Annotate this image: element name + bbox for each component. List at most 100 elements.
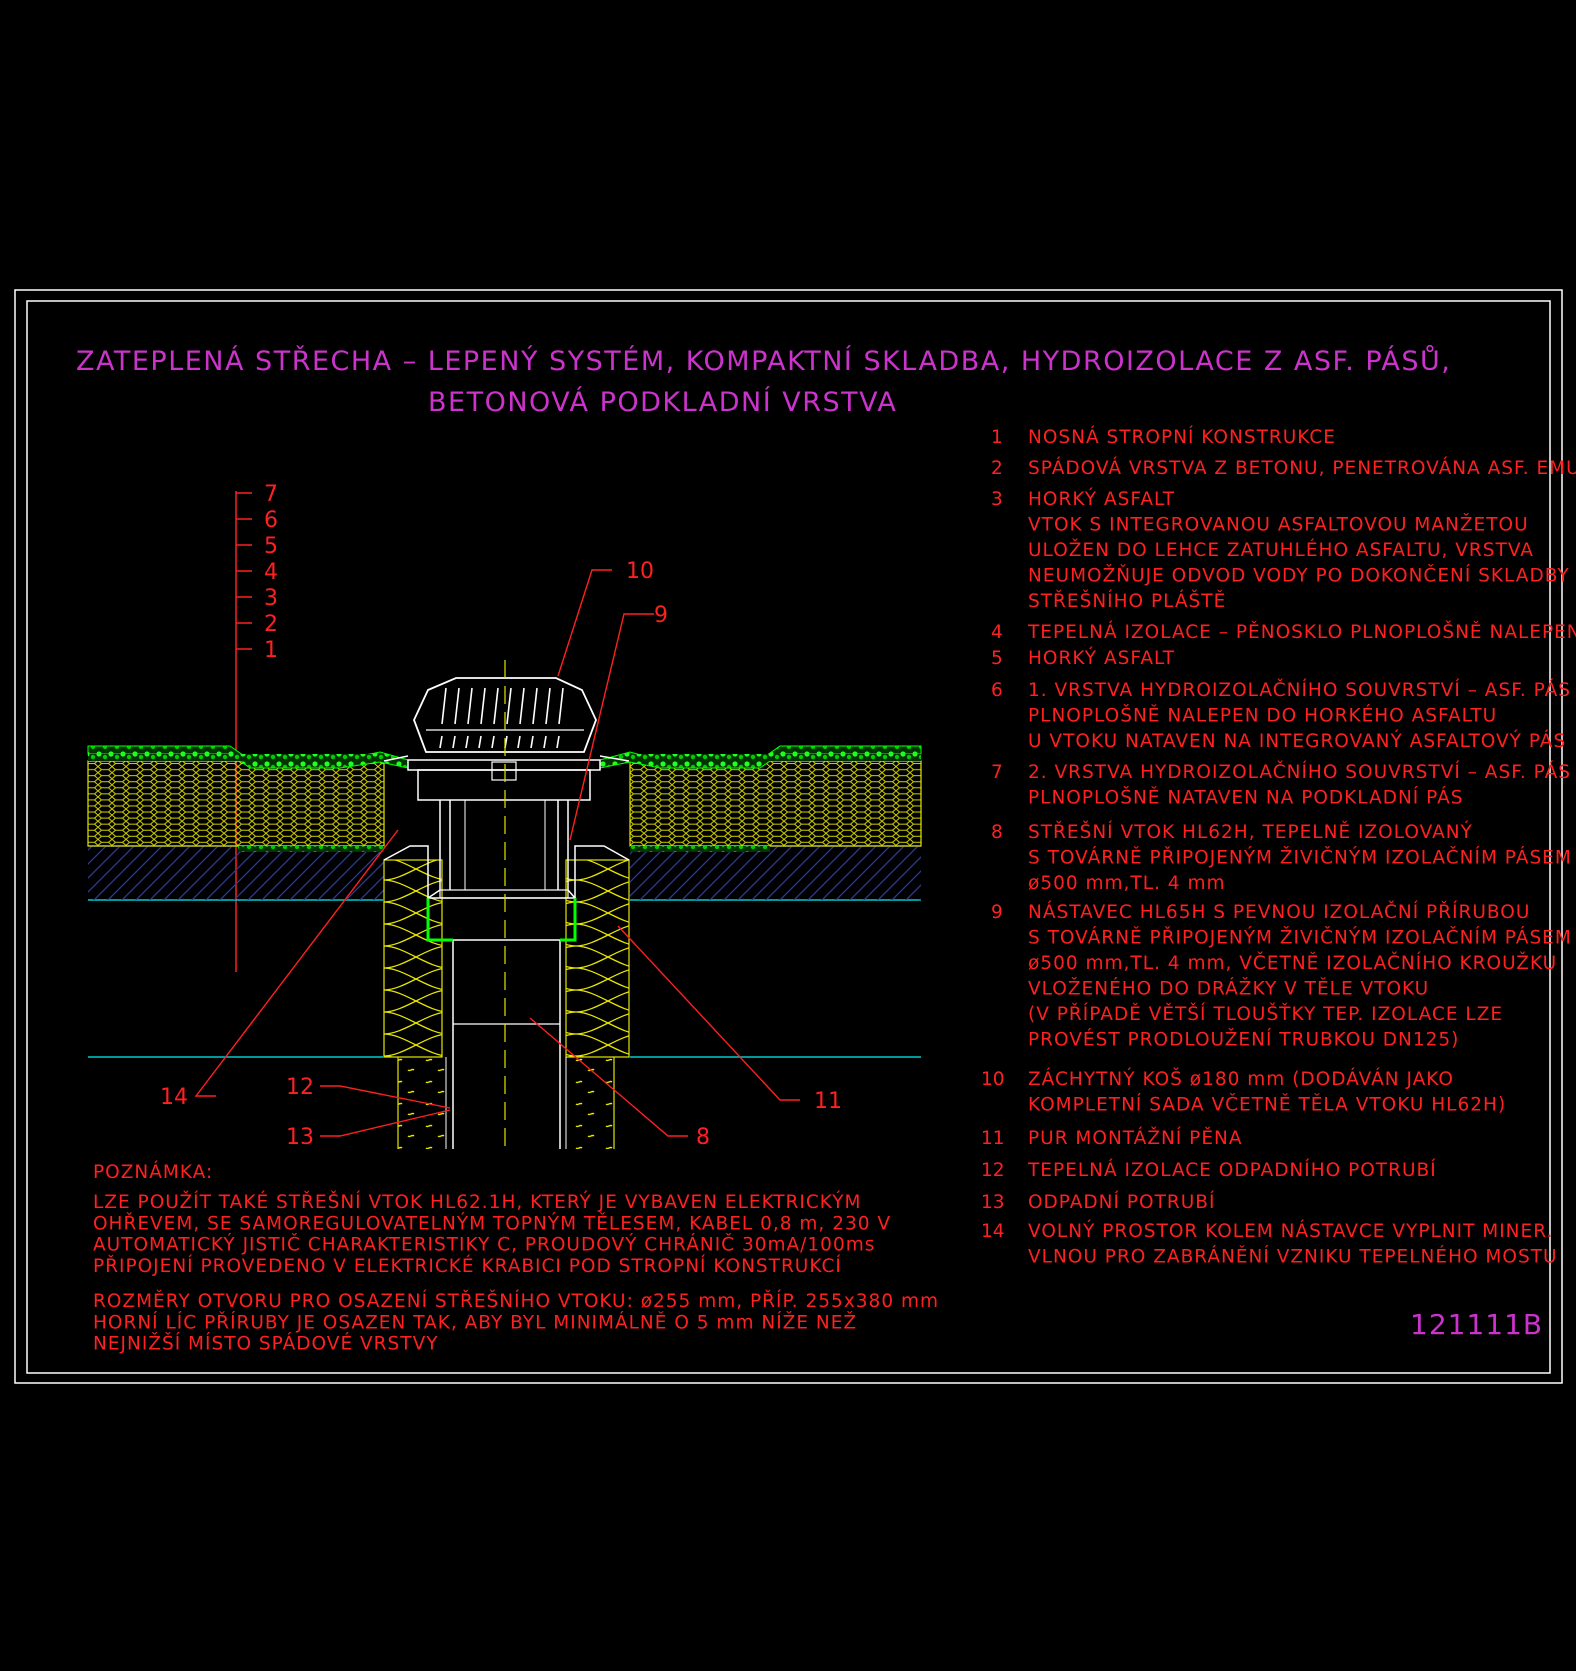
layer-scale-label-7: 7 xyxy=(264,482,278,507)
layer-scale-label-3: 3 xyxy=(264,586,278,611)
legend-text: ULOŽEN DO LEHCE ZATUHLÉHO ASFALTU, VRSTV… xyxy=(1028,539,1534,561)
foamglass-insulation-right xyxy=(629,760,922,847)
legend-item-12: 12 TEPELNÁ IZOLACE ODPADNÍHO POTRUBÍ xyxy=(981,1159,1437,1181)
legend-item-10: 10 ZÁCHYTNÝ KOŠ ø180 mm (DODÁVÁN JAKO KOMP… xyxy=(981,1068,1506,1116)
roof-section xyxy=(87,660,922,1149)
legend-text: KOMPLETNÍ SADA VČETNĚ TĚLA VTOKU HL62H) xyxy=(1028,1094,1506,1116)
legend-text: ZÁCHYTNÝ KOŠ ø180 mm (DODÁVÁN JAKO xyxy=(1028,1068,1454,1090)
legend-text: PUR MONTÁŽNÍ PĚNA xyxy=(1028,1127,1243,1149)
legend-text: VOLNÝ PROSTOR KOLEM NÁSTAVCE VYPLNIT MIN… xyxy=(1028,1220,1553,1242)
mineral-wool-left xyxy=(383,859,443,1058)
legend-text: U VTOKU NATAVEN NA INTEGROVANÝ ASFALTOVÝ… xyxy=(1028,730,1566,752)
legend-number: 1 xyxy=(991,427,1003,448)
note-heading: POZNÁMKA: xyxy=(93,1161,213,1183)
layer-scale-label-2: 2 xyxy=(264,612,278,637)
callout-8: 8 xyxy=(696,1125,710,1150)
note-line: LZE POUŽÍT TAKÉ STŘEŠNÍ VTOK HL62.1H, KT… xyxy=(93,1191,862,1213)
legend-text: VLNOU PRO ZABRÁNĚNÍ VZNIKU TEPELNÉHO MOS… xyxy=(1028,1246,1558,1268)
layer-scale-label-4: 4 xyxy=(264,560,278,585)
callout-13: 13 xyxy=(286,1125,314,1150)
legend-text: (V PŘÍPADĚ VĚTŠÍ TLOUŠŤKY TEP. IZOLACE L… xyxy=(1028,1003,1503,1025)
legend-text: PROVÉST PRODLOUŽENÍ TRUBKOU DN125) xyxy=(1028,1029,1459,1051)
legend-item-2: 2 SPÁDOVÁ VRSTVA Z BETONU, PENETROVÁNA AS… xyxy=(991,457,1576,479)
drawing-code: 121111B xyxy=(1410,1308,1543,1341)
callout-9: 9 xyxy=(654,603,668,628)
legend-text: PLNOPLOŠNĚ NATAVEN NA PODKLADNÍ PÁS xyxy=(1028,787,1464,809)
legend-item-5: 5 HORKÝ ASFALT xyxy=(991,647,1175,669)
roof-drain-hl62h-body xyxy=(427,800,576,899)
legend-text: VTOK S INTEGROVANOU ASFALTOVOU MANŽETOU xyxy=(1028,514,1529,536)
note-line: AUTOMATICKÝ JISTIČ CHARAKTERISTIKY C, PR… xyxy=(93,1234,875,1256)
legend-number: 4 xyxy=(991,622,1003,643)
legend-item-11: 11 PUR MONTÁŽNÍ PĚNA xyxy=(981,1127,1243,1149)
legend-number: 14 xyxy=(981,1221,1005,1242)
legend-text: NOSNÁ STROPNÍ KONSTRUKCE xyxy=(1028,426,1336,448)
note-line: PŘIPOJENÍ PROVEDENO V ELEKTRICKÉ KRABICI… xyxy=(93,1255,842,1277)
extension-hl65h xyxy=(427,897,576,941)
callout-10: 10 xyxy=(626,559,654,584)
legend-item-8: 8 STŘEŠNÍ VTOK HL62H, TEPELNĚ IZOLOVANÝ S … xyxy=(991,821,1572,894)
legend-text: S TOVÁRNĚ PŘIPOJENÝM ŽIVIČNÝM IZOLAČNÍM … xyxy=(1028,927,1572,949)
concrete-screed-right xyxy=(630,846,921,900)
legend-text: S TOVÁRNĚ PŘIPOJENÝM ŽIVIČNÝM IZOLAČNÍM … xyxy=(1028,847,1572,869)
legend-item-6: 6 1. VRSTVA HYDROIZOLAČNÍHO SOUVRSTVÍ – A… xyxy=(991,679,1571,752)
legend-number: 3 xyxy=(991,489,1003,510)
legend-number: 9 xyxy=(991,902,1003,923)
foamglass-insulation-left xyxy=(87,760,385,847)
legend-number: 10 xyxy=(981,1069,1005,1090)
legend-text: ø500 mm,TL. 4 mm xyxy=(1028,873,1226,894)
legend: 1 NOSNÁ STROPNÍ KONSTRUKCE 2 SPÁDOVÁ VRSTVA… xyxy=(981,426,1576,1268)
legend-text: ø500 mm,TL. 4 mm, VČETNĚ IZOLAČNÍHO KROU… xyxy=(1028,952,1557,974)
drawing-title-line2: BETONOVÁ PODKLADNÍ VRSTVA xyxy=(428,386,897,418)
layer-scale-label-5: 5 xyxy=(264,534,278,559)
legend-number: 13 xyxy=(981,1192,1005,1213)
legend-number: 8 xyxy=(991,822,1003,843)
legend-number: 12 xyxy=(981,1160,1005,1181)
legend-text: 1. VRSTVA HYDROIZOLAČNÍHO SOUVRSTVÍ – AS… xyxy=(1028,679,1571,701)
inner-frame xyxy=(26,300,1551,1374)
note-paragraph-2: ROZMĚRY OTVORU PRO OSAZENÍ STŘEŠNÍHO VTO… xyxy=(93,1290,939,1355)
legend-text: HORKÝ ASFALT xyxy=(1028,488,1175,510)
legend-text: 2. VRSTVA HYDROIZOLAČNÍHO SOUVRSTVÍ – AS… xyxy=(1028,761,1571,783)
pipe-insulation-right xyxy=(566,1057,614,1149)
legend-number: 5 xyxy=(991,648,1003,669)
legend-item-1: 1 NOSNÁ STROPNÍ KONSTRUKCE xyxy=(991,426,1336,448)
outer-frame xyxy=(14,289,1563,1384)
leaf-guard-basket xyxy=(413,677,597,753)
note-line: NEJNIŽŠÍ MÍSTO SPÁDOVÉ VRSTVY xyxy=(93,1333,439,1355)
legend-item-3: 3 HORKÝ ASFALT VTOK S INTEGROVANOU ASFALTO… xyxy=(991,488,1570,612)
legend-text: TEPELNÁ IZOLACE ODPADNÍHO POTRUBÍ xyxy=(1027,1159,1437,1181)
legend-text: SPÁDOVÁ VRSTVA Z BETONU, PENETROVÁNA ASF… xyxy=(1028,457,1576,479)
callout-12: 12 xyxy=(286,1075,314,1100)
legend-item-7: 7 2. VRSTVA HYDROIZOLAČNÍHO SOUVRSTVÍ – A… xyxy=(991,761,1571,809)
drawing-title-line1: ZATEPLENÁ STŘECHA – LEPENÝ SYSTÉM, KOMPA… xyxy=(76,345,1451,377)
note-paragraph-1: LZE POUŽÍT TAKÉ STŘEŠNÍ VTOK HL62.1H, KT… xyxy=(93,1191,891,1277)
mineral-wool-right xyxy=(565,859,630,1058)
legend-text: HORKÝ ASFALT xyxy=(1028,647,1175,669)
legend-number: 6 xyxy=(991,680,1003,701)
callout-14: 14 xyxy=(160,1085,188,1110)
concrete-screed-left xyxy=(88,846,384,900)
layer-scale-label-6: 6 xyxy=(264,508,278,533)
legend-text: STŘEŠNÍ VTOK HL62H, TEPELNĚ IZOLOVANÝ xyxy=(1028,821,1473,843)
legend-text: VLOŽENÉHO DO DRÁŽKY V TĚLE VTOKU xyxy=(1028,978,1429,1000)
note-line: ROZMĚRY OTVORU PRO OSAZENÍ STŘEŠNÍHO VTO… xyxy=(93,1290,939,1312)
legend-text: PLNOPLOŠNĚ NALEPEN DO HORKÉHO ASFALTU xyxy=(1028,705,1497,727)
callout-11: 11 xyxy=(814,1089,842,1114)
layer-scale-label-1: 1 xyxy=(264,638,278,663)
note-line: OHŘEVEM, SE SAMOREGULOVATELNÝM TOPNÝM TĚ… xyxy=(93,1212,891,1234)
legend-text: NEUMOŽŇUJE ODVOD VODY PO DOKONČENÍ SKLAD… xyxy=(1028,565,1570,587)
legend-number: 2 xyxy=(991,458,1003,479)
leader-lines xyxy=(194,569,800,1137)
note-line: HORNÍ LÍC PŘÍRUBY JE OSAZEN TAK, ABY BYL… xyxy=(93,1311,857,1333)
legend-text: STŘEŠNÍHO PLÁŠTĚ xyxy=(1028,590,1226,612)
legend-text: TEPELNÁ IZOLACE – PĚNOSKLO PLNOPLOŠNĚ NA… xyxy=(1027,621,1576,643)
legend-item-14: 14 VOLNÝ PROSTOR KOLEM NÁSTAVCE VYPLNIT M… xyxy=(981,1220,1558,1268)
legend-item-4: 4 TEPELNÁ IZOLACE – PĚNOSKLO PLNOPLOŠNĚ N… xyxy=(991,621,1576,643)
legend-number: 7 xyxy=(991,762,1003,783)
legend-number: 11 xyxy=(981,1128,1005,1149)
